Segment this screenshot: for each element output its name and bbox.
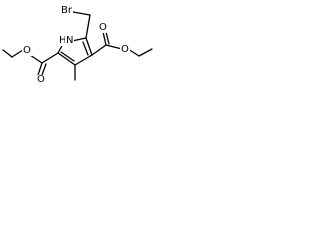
bond-left-ethyl <box>2 49 13 58</box>
nitrogen-h-label: H <box>58 35 68 46</box>
bond-br-ch2 <box>72 11 91 16</box>
bond-right-carbonyl-c-ester-o <box>105 44 123 50</box>
bond-lines <box>2 11 153 81</box>
bond-c4-right-carbonyl-c <box>91 44 107 56</box>
bond-left-carbonyl-c-ester-o <box>29 54 43 64</box>
molecule-diagram: Br H N O O O O <box>0 0 167 93</box>
bond-left-carbonyl-c-o-double <box>41 63 47 76</box>
bond-c3-c2 <box>57 52 76 66</box>
bond-c4-c3 <box>74 54 93 66</box>
bond-left-carbonyl-c-o <box>37 62 43 76</box>
left-ester-oxygen-label: O <box>22 45 32 56</box>
bond-c3-c2-double <box>60 51 75 62</box>
bond-ch2-c5 <box>85 14 91 39</box>
left-carbonyl-oxygen-label: O <box>36 74 46 85</box>
bond-c5-c4 <box>85 37 93 56</box>
right-carbonyl-oxygen-label: O <box>98 22 108 33</box>
bromine-label: Br <box>60 5 73 16</box>
bond-c2-left-carbonyl-c <box>41 52 59 64</box>
bond-right-carbonyl-c-o-double <box>105 31 110 45</box>
right-ester-oxygen-label: O <box>120 44 130 55</box>
nitrogen-label: N <box>65 35 75 46</box>
bond-right-ethyl <box>138 48 153 57</box>
bond-left-ester-o-ch2 <box>11 49 24 58</box>
bond-right-carbonyl-c-o <box>102 31 107 46</box>
bond-c5-c4-double <box>82 41 89 56</box>
